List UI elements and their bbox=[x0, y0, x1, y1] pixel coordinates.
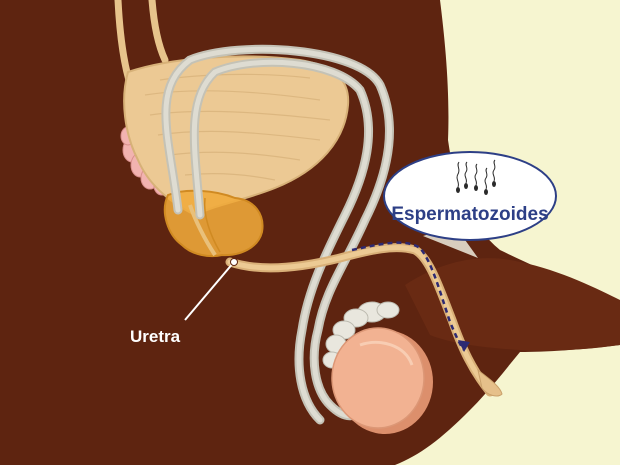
glans-tip bbox=[477, 368, 503, 397]
prostate bbox=[163, 189, 264, 258]
urethra-label: Uretra bbox=[130, 327, 181, 346]
vas-deferens-second-inner bbox=[191, 59, 372, 423]
testis bbox=[331, 327, 433, 434]
vas-deferens-inner bbox=[163, 46, 392, 419]
urethra-pointer-dot bbox=[230, 258, 238, 266]
sperm-callout-label: Espermatozoides bbox=[391, 204, 548, 225]
sperm-icons bbox=[456, 159, 496, 195]
urethra-pointer-line bbox=[184, 261, 235, 321]
sperm-path-arrow bbox=[458, 340, 470, 352]
epididymis bbox=[322, 301, 400, 369]
sperm-path bbox=[351, 241, 465, 351]
right-ureter bbox=[148, 0, 169, 64]
sperm-callout-bubble bbox=[383, 151, 557, 241]
bladder bbox=[123, 55, 350, 217]
